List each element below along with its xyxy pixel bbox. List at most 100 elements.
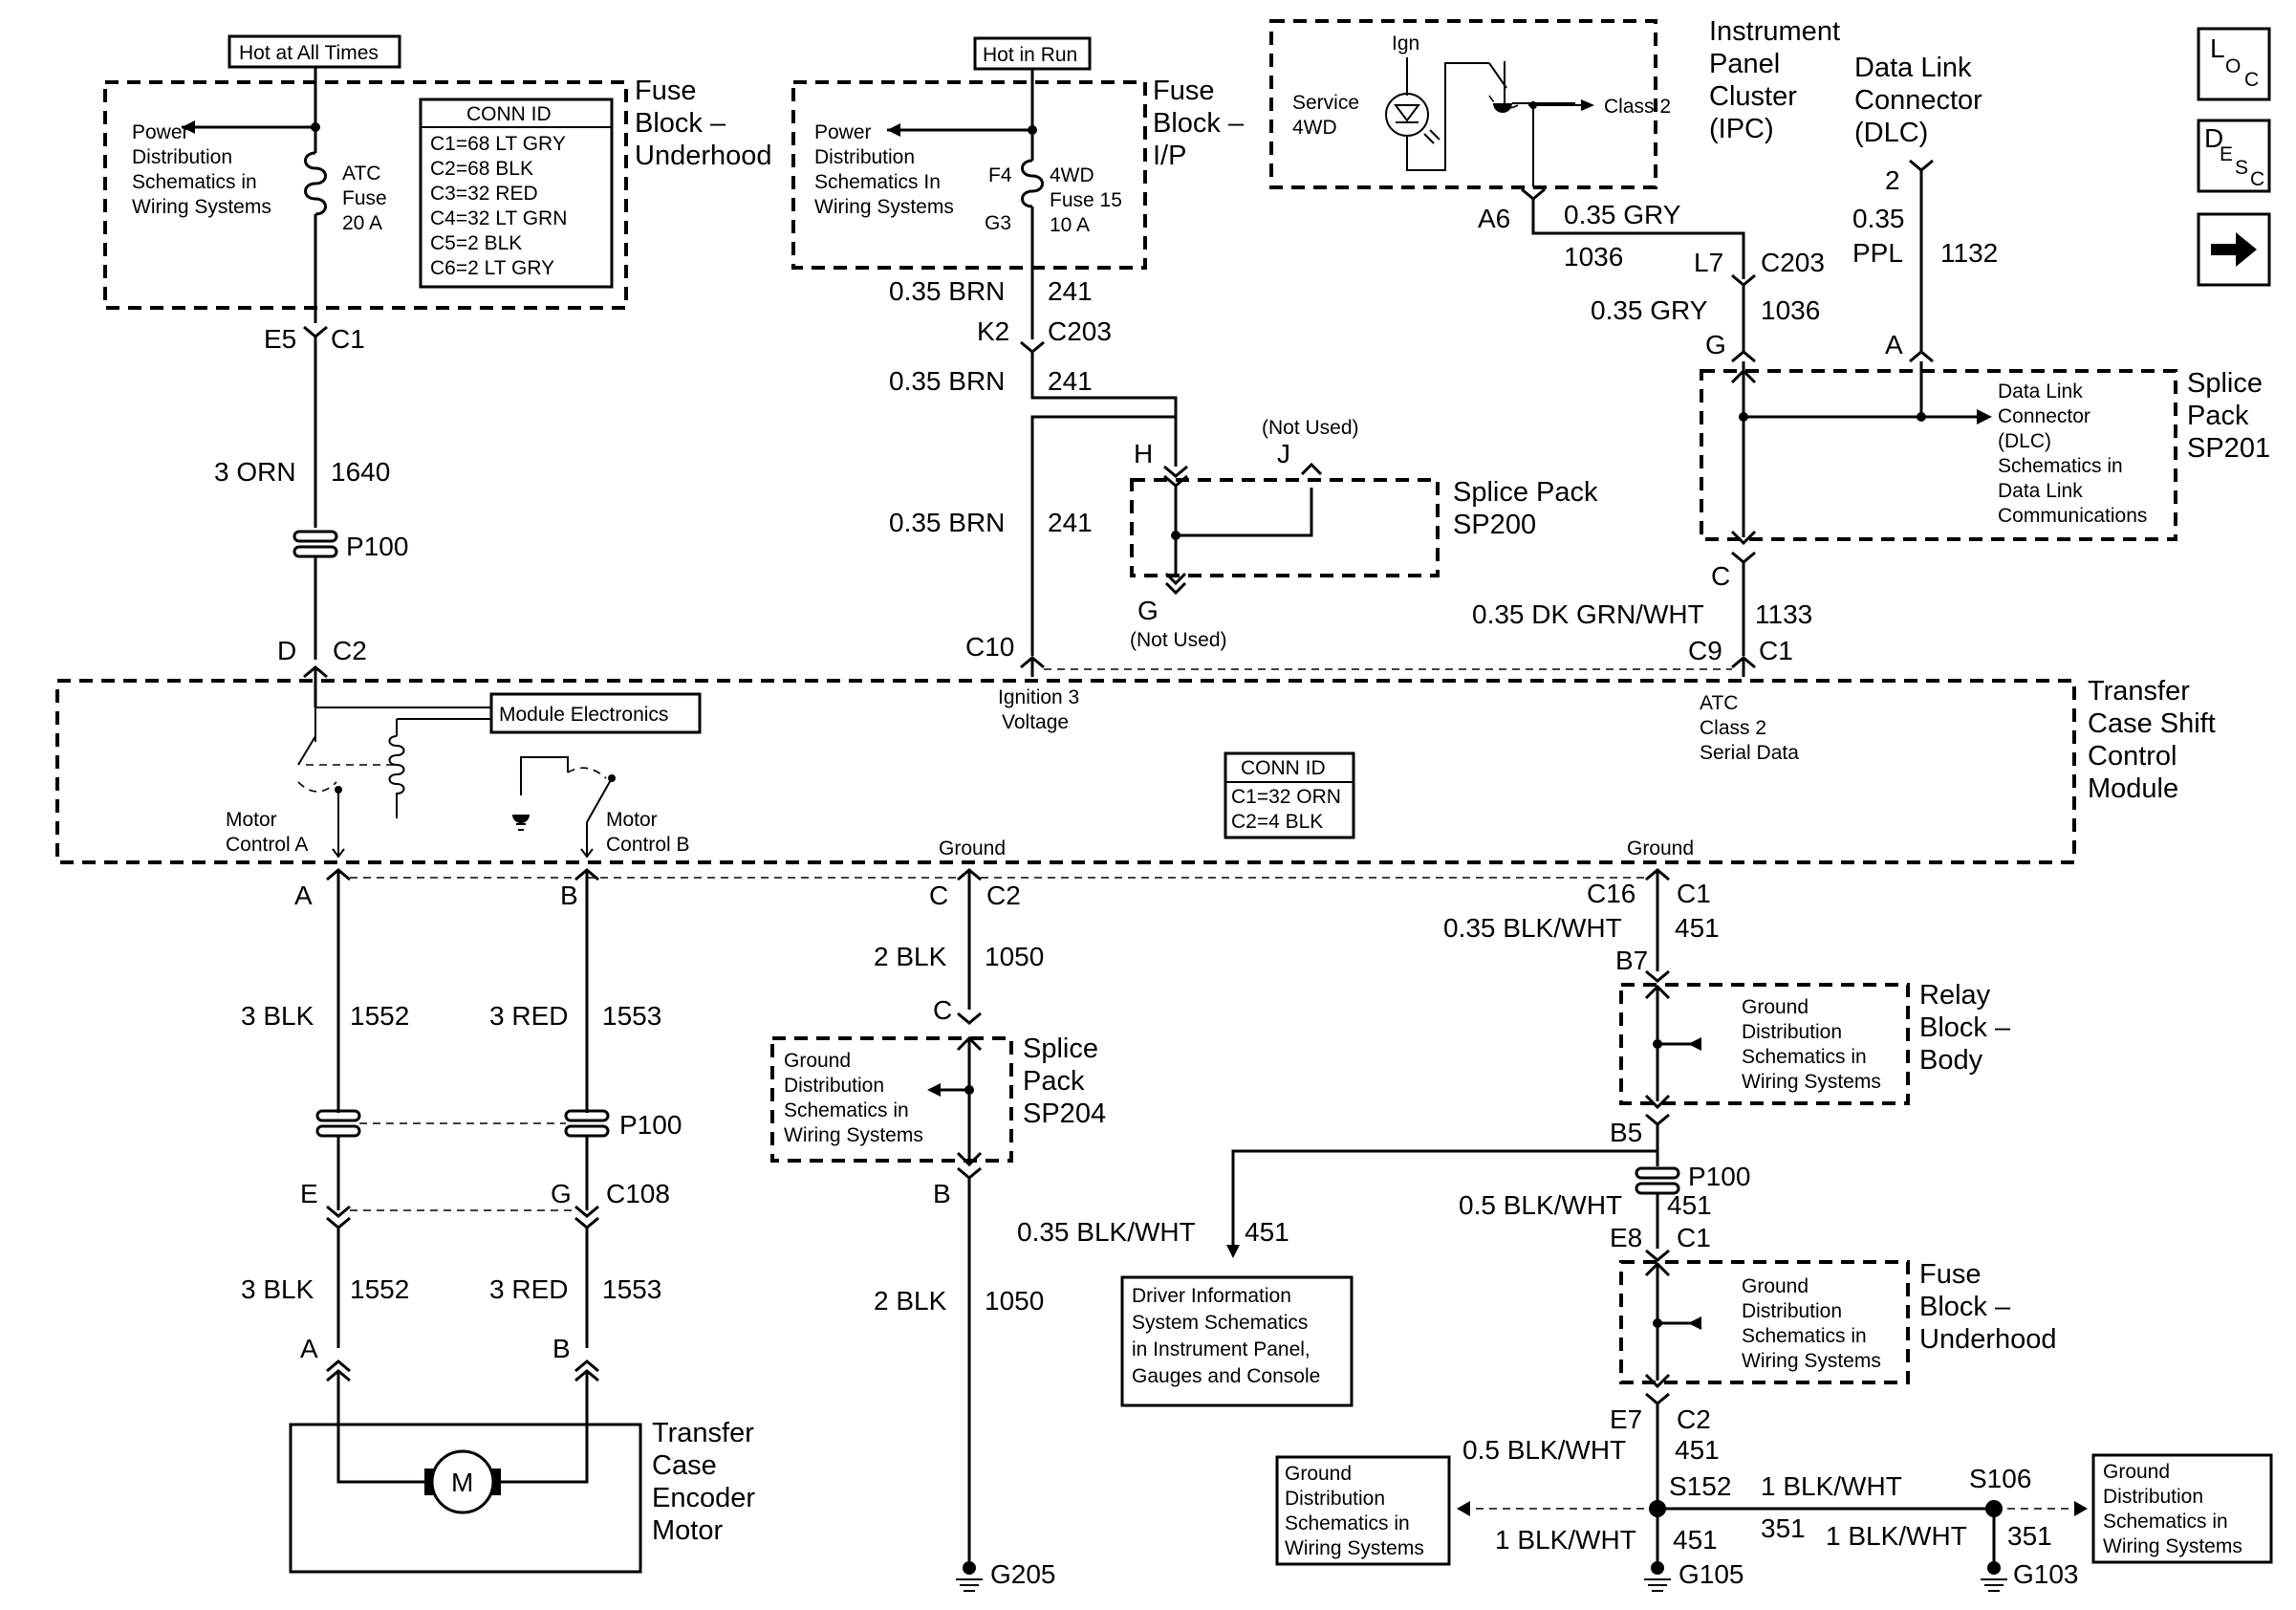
hot-at-all-times-label: Hot at All Times — [227, 34, 401, 69]
circuit-241-1: 241 — [1048, 276, 1093, 306]
atc-fuse-label: ATC Fuse 20 A — [342, 163, 387, 234]
dlc-pin-2: 2 — [1885, 165, 1900, 195]
svg-text:(DLC): (DLC) — [1998, 430, 2051, 452]
svg-text:Splice Pack: Splice Pack — [1453, 477, 1598, 508]
class2-label: Class 2 — [1604, 96, 1671, 118]
svg-text:Transfer: Transfer — [652, 1418, 754, 1448]
4wd-fuse-symbol — [1021, 159, 1044, 208]
desc-letter-e: E — [2220, 143, 2233, 165]
module-ground-label-2: Ground — [1627, 838, 1694, 859]
ground-distribution-ref-relay: Ground Distribution Schematics in Wiring… — [1742, 996, 1881, 1093]
circuit-451-1: 451 — [1675, 913, 1720, 943]
wire-color-1blkwht-1: 1 BLK/WHT — [1761, 1471, 1902, 1501]
conn-c2-e7: C2 — [1677, 1404, 1711, 1434]
loc-letter-o: O — [2225, 55, 2241, 77]
svg-text:Schematics in: Schematics in — [784, 1099, 909, 1121]
svg-text:Service: Service — [1292, 92, 1359, 114]
conn-c1-451: C1 — [1677, 879, 1711, 908]
svg-text:M: M — [451, 1468, 473, 1497]
svg-text:Data Link: Data Link — [1998, 480, 2083, 502]
svg-text:(IPC): (IPC) — [1709, 114, 1774, 144]
conn-c203-1: C203 — [1048, 316, 1112, 346]
pin-g3: G3 — [985, 212, 1011, 234]
svg-text:Motor: Motor — [606, 809, 658, 831]
ignition-3-label: Ignition 3 Voltage — [998, 686, 1079, 733]
svg-text:Schematics in: Schematics in — [1285, 1512, 1410, 1534]
svg-text:Schematics In: Schematics In — [814, 171, 941, 193]
circuit-1050-2: 1050 — [985, 1286, 1044, 1316]
svg-text:Ground: Ground — [1742, 1275, 1809, 1297]
svg-text:Power: Power — [814, 121, 872, 143]
wire-color-035blkwht-1: 0.35 BLK/WHT — [1443, 913, 1622, 943]
svg-text:CONN ID: CONN ID — [1241, 757, 1326, 779]
module-title: Transfer Case Shift Control Module — [2088, 676, 2216, 804]
motor-b-switch-icon — [586, 777, 613, 823]
ground-distribution-ref-left: Ground Distribution Schematics in Wiring… — [1275, 1455, 1451, 1566]
service-4wd-lamp-icon — [1385, 93, 1440, 144]
svg-text:Instrument: Instrument — [1709, 16, 1840, 47]
svg-text:Driver Information: Driver Information — [1132, 1285, 1291, 1307]
ground-g103-icon — [1981, 1561, 2007, 1592]
wire-color-035brn-3: 0.35 BRN — [889, 508, 1005, 537]
svg-text:C2=4 BLK: C2=4 BLK — [1231, 811, 1323, 833]
wire-color-3orn: 3 ORN — [214, 457, 296, 487]
conn-c1: C1 — [331, 324, 365, 354]
svg-text:Schematics in: Schematics in — [1998, 455, 2123, 477]
fuse-block-underhood-title-2: Fuse Block – Underhood — [1919, 1259, 2057, 1355]
pin-l7: L7 — [1694, 248, 1723, 277]
conn-c108: C108 — [606, 1179, 670, 1208]
svg-text:Hot at All Times: Hot at All Times — [239, 42, 379, 64]
svg-text:Wiring Systems: Wiring Systems — [1285, 1537, 1424, 1559]
svg-text:Block –: Block – — [1153, 108, 1245, 139]
svg-text:C1=68 LT GRY: C1=68 LT GRY — [430, 133, 566, 155]
conn-c203-2: C203 — [1761, 248, 1825, 277]
pin-b-motor-2: B — [552, 1334, 571, 1363]
svg-text:4WD: 4WD — [1292, 117, 1337, 139]
circuit-351-1: 351 — [1761, 1513, 1806, 1543]
not-used-j: (Not Used) — [1262, 417, 1359, 439]
svg-text:Distribution: Distribution — [1285, 1488, 1385, 1510]
pin-b5: B5 — [1610, 1118, 1642, 1147]
wire-color-05blkwht-2: 0.5 BLK/WHT — [1462, 1435, 1626, 1465]
fuse-block-ip-title: Fuse Block – I/P — [1153, 76, 1245, 171]
pin-c9: C9 — [1688, 636, 1722, 665]
next-page-arrow-icon[interactable] — [2197, 212, 2271, 287]
conn-id-box-2: CONN ID C1=32 ORN C2=4 BLK — [1224, 751, 1355, 839]
wire-color-1blkwht-3: 1 BLK/WHT — [1495, 1525, 1636, 1555]
loc-icon[interactable]: L O C — [2197, 27, 2271, 101]
svg-text:Data Link: Data Link — [1854, 53, 1972, 83]
svg-text:Case Shift: Case Shift — [2088, 708, 2216, 739]
circuit-451-2: 451 — [1667, 1190, 1712, 1220]
circuit-241-2: 241 — [1048, 366, 1093, 396]
svg-text:Fuse: Fuse — [635, 76, 696, 106]
conn-id-box-1: CONN ID C1=68 LT GRY C2=68 BLK C3=32 RED… — [419, 98, 614, 289]
pin-c-sp204: C — [933, 995, 952, 1025]
svg-text:Connector: Connector — [1998, 405, 2090, 427]
svg-text:Block –: Block – — [1919, 1292, 2011, 1322]
circuit-1036-1: 1036 — [1564, 242, 1623, 272]
wire-color-2blk-2: 2 BLK — [874, 1286, 947, 1316]
circuit-351-2: 351 — [2007, 1521, 2052, 1551]
connector-symbol — [303, 325, 328, 338]
splice-s152-label: S152 — [1669, 1471, 1731, 1501]
pin-b-motor-1: B — [560, 881, 578, 910]
svg-text:Control A: Control A — [226, 834, 308, 856]
svg-text:C2=68 BLK: C2=68 BLK — [430, 158, 533, 180]
transfer-case-encoder-motor-title: Transfer Case Encoder Motor — [652, 1418, 755, 1546]
svg-text:Splice: Splice — [2187, 368, 2263, 399]
svg-text:Ignition 3: Ignition 3 — [998, 686, 1079, 708]
pin-g-sp201: G — [1705, 330, 1726, 359]
svg-text:Power: Power — [132, 121, 189, 143]
svg-text:Hot in Run: Hot in Run — [983, 44, 1077, 66]
svg-text:Gauges and Console: Gauges and Console — [1132, 1365, 1320, 1387]
svg-text:Fuse: Fuse — [1919, 1259, 1981, 1290]
not-used-g: (Not Used) — [1130, 629, 1227, 651]
hot-in-run-label: Hot in Run — [973, 36, 1092, 71]
desc-icon[interactable]: D E S C — [2197, 119, 2271, 193]
svg-text:Splice: Splice — [1023, 1033, 1098, 1064]
conn-c2-ground: C2 — [986, 881, 1021, 910]
wire-color-3blk-1: 3 BLK — [241, 1001, 314, 1031]
circuit-451-branch: 451 — [1245, 1217, 1289, 1247]
circuit-1132: 1132 — [1940, 238, 1998, 268]
